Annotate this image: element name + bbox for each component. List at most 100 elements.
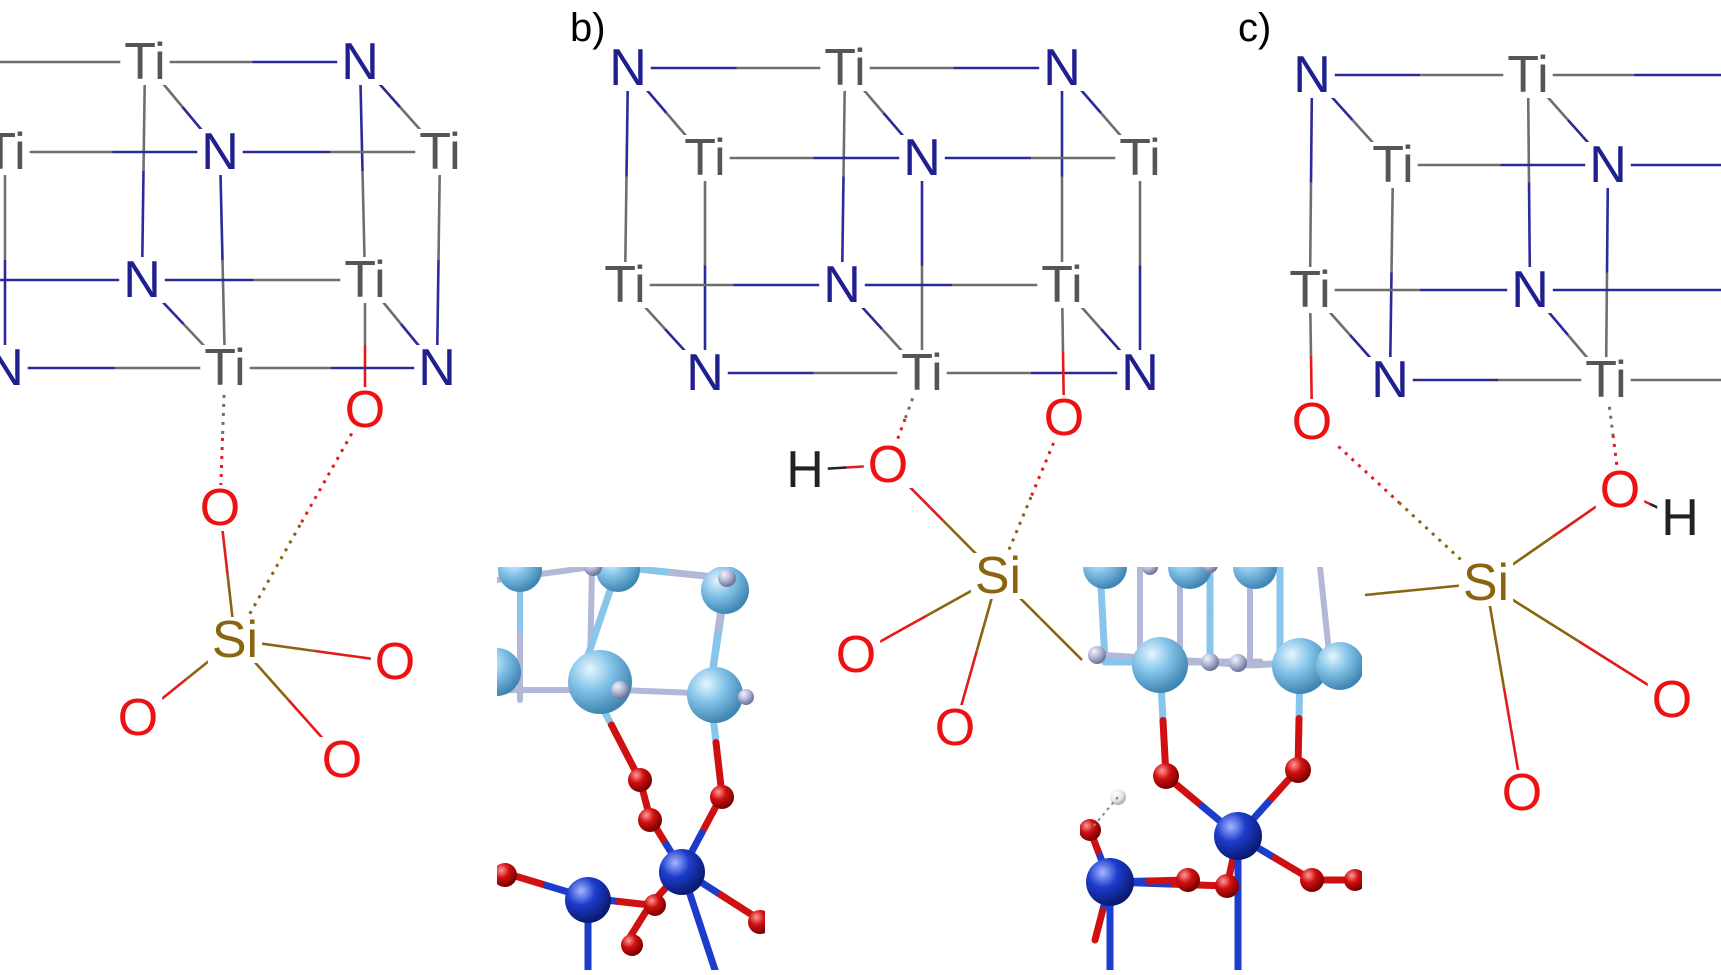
- atom-label-bg: [1657, 495, 1703, 541]
- atom-ti-39: Ti: [1289, 261, 1330, 319]
- atom-label-bg: [197, 129, 243, 175]
- render-left-stick-23-b: [695, 916, 719, 970]
- atom-label-bg: [200, 345, 250, 391]
- render-right-ball-n-5: [1202, 567, 1218, 573]
- render-right-ball-o-15: [1080, 819, 1101, 841]
- atom-ti-37: Ti: [1372, 136, 1413, 194]
- atom-label-bg: [414, 345, 460, 391]
- render-left-ball-si-18: [565, 877, 611, 923]
- atom-label-bg: [682, 350, 728, 396]
- render-right-ball-si-21: [1086, 858, 1134, 906]
- atom-o-47: O: [1652, 671, 1692, 729]
- render-left-ball-ti-6: [497, 648, 521, 696]
- atom-label-bg: [1037, 262, 1087, 308]
- render-left-ball-n-10: [738, 689, 754, 705]
- atom-label-layer: TiNTiNTiNTiNTiNOOSiOOONTiNTiNTiTiNTiNTiN…: [0, 33, 1703, 822]
- atom-label-bg: [1368, 142, 1418, 188]
- render-right-ball-o-17: [1215, 874, 1239, 898]
- render-right-ball-o-12: [1153, 763, 1179, 789]
- render-left-ball-ti-3: [701, 567, 749, 614]
- render-left-ball-o-15: [748, 910, 765, 934]
- atom-ti-1: Ti: [124, 33, 165, 91]
- atom-n-2: N: [341, 33, 379, 91]
- atom-n-4: N: [201, 123, 239, 181]
- render-left-ball-si-19: [659, 849, 705, 895]
- panel-label-c: c): [1238, 6, 1271, 50]
- render-right-ball-si-20: [1214, 812, 1262, 860]
- atom-label-bg: [897, 350, 947, 396]
- atom-label-bg: [337, 39, 383, 85]
- panel-label-b: b): [570, 6, 606, 50]
- render-right-ball-o-16: [1176, 868, 1200, 892]
- atom-label-bg: [1285, 267, 1335, 313]
- render-right-ball-ti-10: [1316, 642, 1362, 690]
- atom-label-bg: [120, 39, 170, 85]
- render-right-ball-ti-9: [1272, 638, 1328, 694]
- render-left-ball-n-4: [584, 567, 602, 576]
- atom-label-bg: [0, 345, 28, 391]
- bond-50-b: [1039, 617, 1083, 661]
- atom-label-bg: [340, 387, 390, 433]
- atom-h-30: H: [786, 441, 824, 499]
- atom-si-32: Si: [975, 547, 1021, 605]
- render-left-ball-ti-1: [498, 567, 542, 592]
- atom-si-13: Si: [212, 611, 258, 669]
- atom-o-11: O: [345, 381, 385, 439]
- atom-ti-36: Ti: [1507, 46, 1548, 104]
- atom-label-bg: [0, 129, 30, 175]
- atom-label-bg: [863, 442, 913, 488]
- atom-ti-25: Ti: [1041, 256, 1082, 314]
- render-right-ball-ti-3: [1233, 567, 1277, 589]
- atom-ti-27: Ti: [901, 344, 942, 402]
- atom-label-bg: [1507, 267, 1553, 313]
- atom-ti-23: Ti: [604, 256, 645, 314]
- render-right-ball-n-11: [1088, 646, 1106, 664]
- render-right-ball-o-18: [1300, 868, 1324, 892]
- atom-n-21: N: [903, 129, 941, 187]
- atom-label-bg: [1595, 467, 1645, 513]
- atom-label-bg: [1585, 142, 1631, 188]
- atom-o-44: O: [1600, 461, 1640, 519]
- render-right-ball-ti-1: [1083, 567, 1127, 589]
- bond-74-a: [1364, 587, 1426, 597]
- atom-n-10: N: [418, 339, 456, 397]
- atom-label-bg: [370, 639, 420, 685]
- render-left-ball-o-16: [621, 934, 643, 956]
- atom-label-bg: [119, 257, 165, 303]
- atom-label-bg: [1289, 52, 1335, 98]
- render-right-ball-n-7: [1201, 653, 1219, 671]
- atom-label-bg: [782, 447, 828, 493]
- bond-75-b: [1397, 501, 1488, 585]
- atom-label-bg: [600, 262, 650, 308]
- atom-n-17: N: [609, 39, 647, 97]
- atom-n-41: N: [1371, 351, 1409, 409]
- atom-o-43: O: [1292, 393, 1332, 451]
- atom-label-bg: [1039, 45, 1085, 91]
- render-left-ball-o-14: [497, 863, 517, 887]
- atom-o-34: O: [935, 699, 975, 757]
- atom-label-bg: [1287, 399, 1337, 445]
- render-left-ball-o-11: [628, 768, 652, 792]
- render-right-ball-n-4: [1142, 567, 1158, 575]
- atom-label-bg: [195, 485, 245, 531]
- atom-n-40: N: [1511, 261, 1549, 319]
- atom-n-24: N: [823, 256, 861, 314]
- atom-o-15: O: [118, 689, 158, 747]
- render-right-stick-7-a: [1317, 567, 1328, 618]
- atom-o-16: O: [322, 731, 362, 789]
- render-right-stick-20-b: [1091, 907, 1106, 944]
- atom-label-bg: [1497, 770, 1547, 816]
- atom-label-bg: [820, 45, 870, 91]
- render-right-ball-n-8: [1229, 654, 1247, 672]
- render-left-ball-ti-8: [687, 667, 743, 723]
- atom-label-bg: [1503, 52, 1553, 98]
- render-left-ball-n-5: [718, 569, 736, 587]
- bond-23-b: [218, 437, 224, 509]
- atom-n-19: N: [1043, 39, 1081, 97]
- atom-n-8: N: [0, 339, 24, 397]
- atom-label-bg: [340, 257, 390, 303]
- atom-label-bg: [1039, 395, 1089, 441]
- atom-label-bg: [415, 129, 465, 175]
- atom-h-45: H: [1661, 489, 1699, 547]
